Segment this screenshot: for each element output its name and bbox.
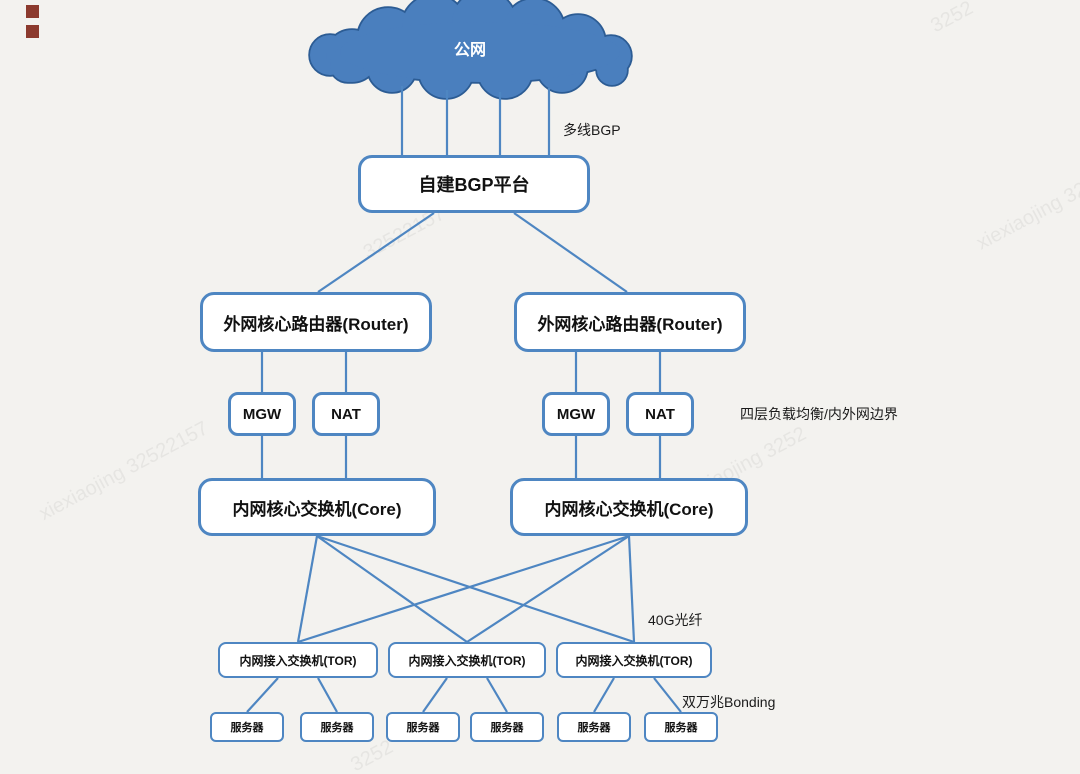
router-node: 外网核心路由器(Router) bbox=[514, 292, 746, 352]
server-node: 服务器 bbox=[557, 712, 631, 742]
nat-node: NAT bbox=[626, 392, 694, 436]
mgw-node: MGW bbox=[228, 392, 296, 436]
corner-marker-icon bbox=[26, 25, 39, 38]
router-node: 外网核心路由器(Router) bbox=[200, 292, 432, 352]
core-switch-node: 内网核心交换机(Core) bbox=[510, 478, 748, 536]
annotation-l4-boundary: 四层负载均衡/内外网边界 bbox=[740, 406, 898, 422]
annotation-bonding: 双万兆Bonding bbox=[682, 694, 776, 710]
server-node: 服务器 bbox=[210, 712, 284, 742]
server-node: 服务器 bbox=[470, 712, 544, 742]
corner-marker-icon bbox=[26, 5, 39, 18]
annotation-multiline-bgp: 多线BGP bbox=[563, 122, 621, 138]
public-network-cloud-label: 公网 bbox=[453, 42, 487, 59]
server-node: 服务器 bbox=[386, 712, 460, 742]
mgw-node: MGW bbox=[542, 392, 610, 436]
tor-switch-node: 内网接入交换机(TOR) bbox=[388, 642, 546, 678]
public-network-cloud-icon bbox=[310, 0, 631, 98]
server-node: 服务器 bbox=[644, 712, 718, 742]
core-switch-node: 内网核心交换机(Core) bbox=[198, 478, 436, 536]
tor-switch-node: 内网接入交换机(TOR) bbox=[218, 642, 378, 678]
annotation-40g-fiber: 40G光纤 bbox=[648, 612, 703, 628]
nat-node: NAT bbox=[312, 392, 380, 436]
server-node: 服务器 bbox=[300, 712, 374, 742]
bgp-platform-node: 自建BGP平台 bbox=[358, 155, 590, 213]
tor-switch-node: 内网接入交换机(TOR) bbox=[556, 642, 712, 678]
